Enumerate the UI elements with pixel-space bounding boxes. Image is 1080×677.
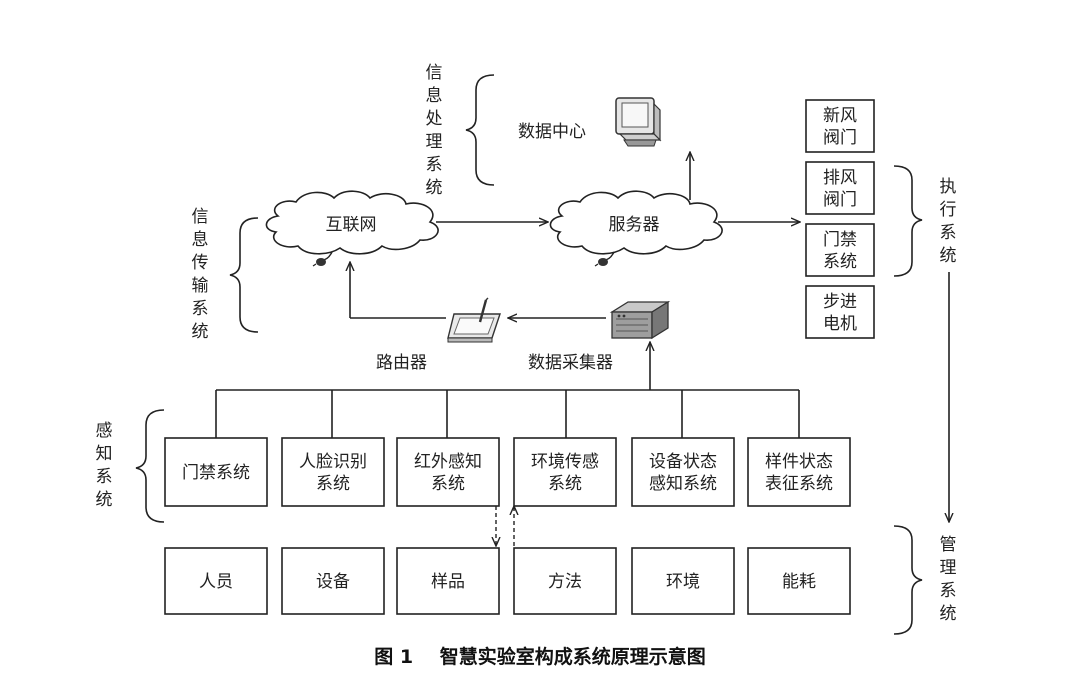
execution-box-1-text: 新风 bbox=[823, 106, 857, 126]
management-box-3-text: 样品 bbox=[431, 572, 465, 592]
management-box-1-text: 人员 bbox=[199, 572, 233, 592]
execution-box-3-text: 系统 bbox=[823, 252, 857, 272]
perception-box-5-text: 设备状态 bbox=[649, 452, 717, 472]
brace-perception bbox=[135, 409, 165, 523]
perception-box-6-text: 样件状态 bbox=[765, 452, 833, 472]
perception-box-4-text: 环境传感 bbox=[531, 452, 599, 472]
server-rack-icon bbox=[609, 300, 671, 340]
perception-box-2-frame bbox=[281, 437, 385, 507]
perception-box-5-text: 感知系统 bbox=[649, 474, 717, 494]
management-box-5-text: 环境 bbox=[666, 572, 700, 592]
management-box-4: 方法 bbox=[513, 547, 617, 615]
brace-info-processing bbox=[465, 74, 495, 186]
group-label-execution: 执行系统 bbox=[939, 177, 957, 266]
internet-label: 互联网 bbox=[326, 215, 377, 235]
figure-number: 图 1 bbox=[374, 646, 414, 668]
execution-box-4-frame bbox=[805, 285, 875, 339]
brace-info-transmission bbox=[229, 217, 259, 333]
execution-box-3-text: 门禁 bbox=[823, 230, 857, 250]
management-box-6: 能耗 bbox=[747, 547, 851, 615]
execution-box-3-frame bbox=[805, 223, 875, 277]
perception-box-6-frame bbox=[747, 437, 851, 507]
cloud-server bbox=[549, 190, 723, 255]
perception-box-3-text: 系统 bbox=[431, 474, 465, 494]
figure-title: 智慧实验室构成系统原理示意图 bbox=[439, 646, 706, 668]
management-box-6-text: 能耗 bbox=[782, 572, 816, 592]
server-label: 服务器 bbox=[609, 215, 660, 235]
plug-icon bbox=[312, 251, 333, 267]
perception-box-2-text: 系统 bbox=[316, 474, 350, 494]
perception-box-4-text: 系统 bbox=[548, 474, 582, 494]
perception-box-3-text: 红外感知 bbox=[414, 452, 482, 472]
management-box-5: 环境 bbox=[631, 547, 735, 615]
management-box-2-frame bbox=[281, 547, 385, 615]
router-label: 路由器 bbox=[376, 353, 427, 373]
management-box-6-frame bbox=[747, 547, 851, 615]
execution-box-4-text: 电机 bbox=[823, 314, 857, 334]
brace-execution bbox=[893, 165, 923, 277]
perception-box-3-frame bbox=[396, 437, 500, 507]
monitor-icon bbox=[615, 97, 662, 147]
management-box-1-frame bbox=[164, 547, 268, 615]
management-box-3-frame bbox=[396, 547, 500, 615]
brace-management bbox=[893, 525, 923, 635]
group-label-info-processing: 信息处理系统 bbox=[425, 63, 443, 198]
perception-box-1: 门禁系统 bbox=[164, 437, 268, 507]
perception-box-1-text: 门禁系统 bbox=[182, 463, 250, 483]
management-box-5-frame bbox=[631, 547, 735, 615]
collector-label: 数据采集器 bbox=[528, 353, 613, 373]
perception-box-6-text: 表征系统 bbox=[765, 474, 833, 494]
execution-box-1-text: 阀门 bbox=[823, 128, 857, 148]
group-label-info-transmission: 信息传输系统 bbox=[191, 207, 209, 342]
perception-box-1-frame bbox=[164, 437, 268, 507]
group-label-perception: 感知系统 bbox=[95, 421, 113, 510]
management-box-1: 人员 bbox=[164, 547, 268, 615]
perception-box-2-text: 人脸识别 bbox=[299, 452, 367, 472]
cloud-internet bbox=[265, 190, 439, 255]
management-box-2-text: 设备 bbox=[316, 572, 350, 592]
management-box-2: 设备 bbox=[281, 547, 385, 615]
execution-box-2-text: 阀门 bbox=[823, 190, 857, 210]
perception-box-5-frame bbox=[631, 437, 735, 507]
management-boxes: 人员 设备 样品 方法 环境 能耗 bbox=[164, 547, 851, 615]
execution-box-4-text: 步进 bbox=[823, 292, 857, 312]
execution-box-2-frame bbox=[805, 161, 875, 215]
management-box-4-text: 方法 bbox=[548, 572, 582, 592]
group-label-management: 管理系统 bbox=[939, 535, 957, 624]
management-box-3: 样品 bbox=[396, 547, 500, 615]
router-tablet-icon bbox=[447, 297, 501, 343]
execution-box-1-frame bbox=[805, 99, 875, 153]
plug-icon bbox=[594, 251, 615, 267]
data-center-label: 数据中心 bbox=[518, 122, 586, 142]
perception-box-4-frame bbox=[513, 437, 617, 507]
execution-box-3: 门禁系统 bbox=[805, 223, 875, 277]
management-box-4-frame bbox=[513, 547, 617, 615]
figure-caption: 图 1 智慧实验室构成系统原理示意图 bbox=[0, 642, 1080, 669]
execution-box-2-text: 排风 bbox=[823, 168, 857, 188]
